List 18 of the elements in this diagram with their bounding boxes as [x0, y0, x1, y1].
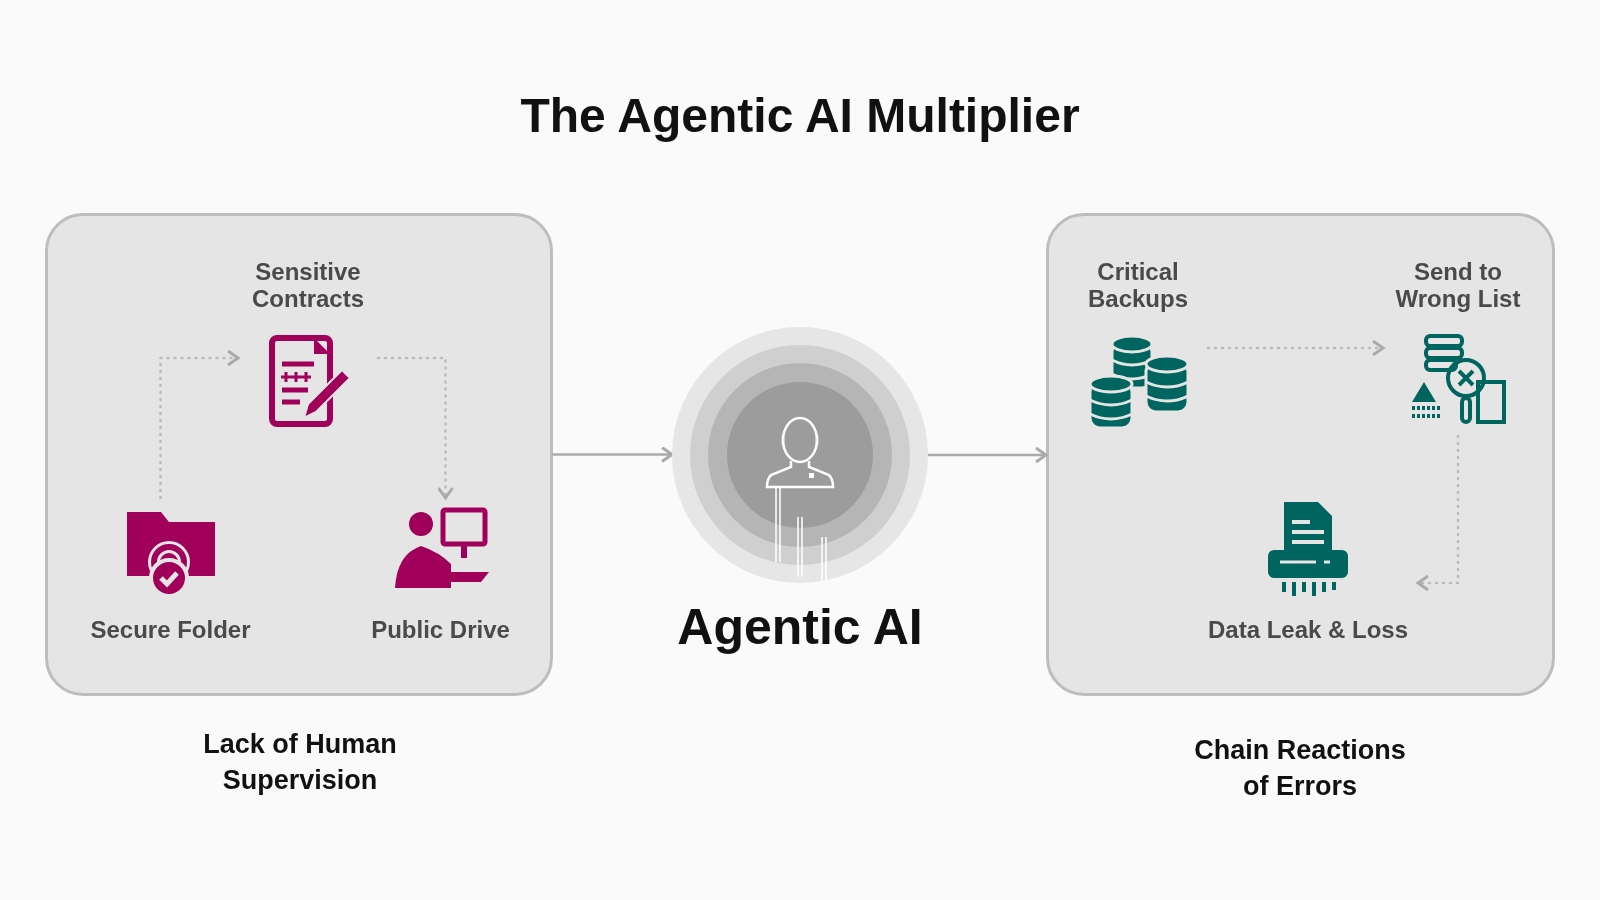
node-label: Send to Wrong List	[1394, 258, 1522, 312]
panel	[45, 213, 553, 696]
dotted-arrow	[376, 356, 454, 500]
diagram-title: The Agentic AI Multiplier	[519, 88, 1081, 143]
panel	[1046, 213, 1555, 696]
dotted-arrow	[1416, 434, 1460, 592]
node-title: Agentic AI	[677, 598, 923, 657]
node-label: Secure Folder	[90, 616, 251, 643]
node-label: Data Leak & Loss	[1207, 616, 1409, 643]
dotted-arrow	[159, 349, 240, 500]
node-label: Sensitive Contracts	[251, 258, 365, 312]
arrow	[551, 446, 674, 463]
panel-caption: Lack of Human Supervision	[202, 728, 398, 797]
node-label: Public Drive	[371, 616, 510, 643]
node-label: Critical Backups	[1086, 258, 1189, 312]
arrow	[926, 446, 1048, 464]
dotted-arrow	[1206, 339, 1385, 357]
panel-caption: Chain Reactions of Errors	[1193, 734, 1407, 803]
